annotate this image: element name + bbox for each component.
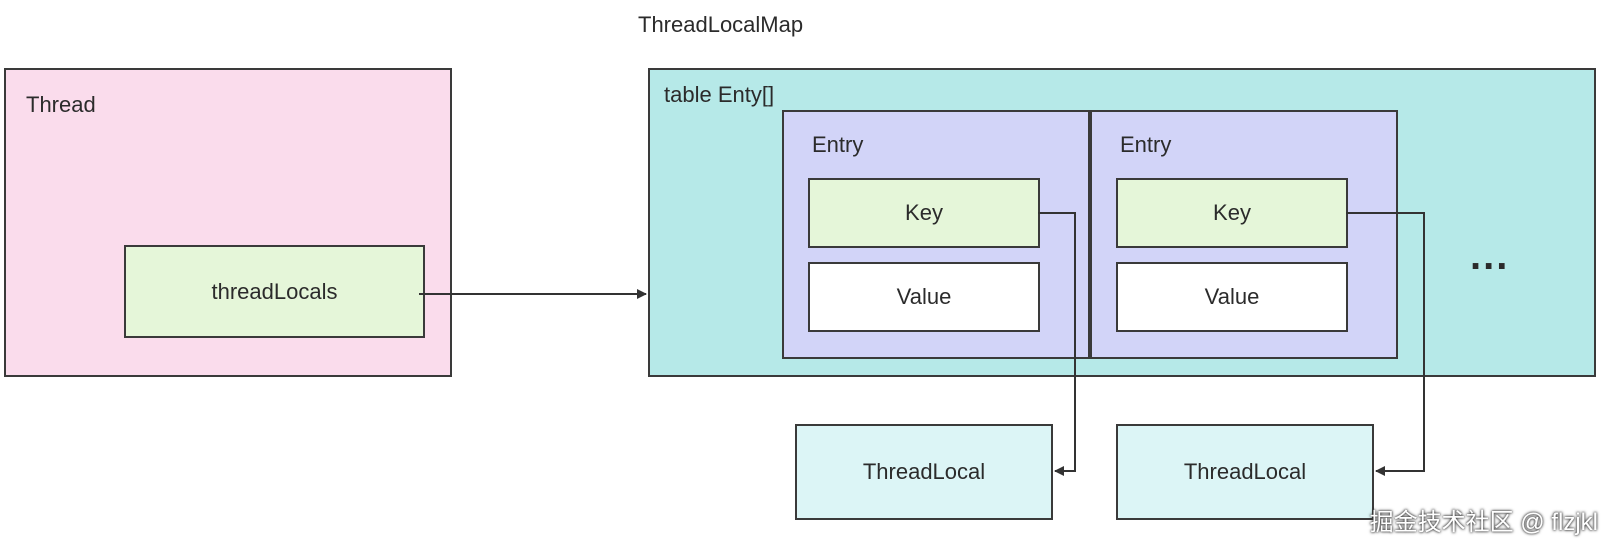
watermark: 掘金技术社区 @ flzjkl bbox=[1369, 509, 1598, 536]
thread-label: Thread bbox=[26, 92, 96, 117]
entry-label: Entry bbox=[1120, 132, 1172, 157]
entry-label: Entry bbox=[812, 132, 864, 157]
threadlocal-box: ThreadLocal bbox=[1116, 424, 1374, 520]
entry-key: Key bbox=[1116, 178, 1348, 248]
threadlocalmap-title: ThreadLocalMap bbox=[638, 12, 804, 37]
entry-value: Value bbox=[808, 262, 1040, 332]
threadlocal-box: ThreadLocal bbox=[795, 424, 1053, 520]
entry-key: Key bbox=[808, 178, 1040, 248]
entry-box: Entry Key Value bbox=[782, 110, 1090, 359]
entry-value: Value bbox=[1116, 262, 1348, 332]
thread-box: Thread threadLocals bbox=[4, 68, 452, 377]
entry-box: Entry Key Value bbox=[1090, 110, 1398, 359]
more-entries-ellipsis: ... bbox=[1470, 234, 1510, 278]
thread-locals-field: threadLocals bbox=[124, 245, 425, 338]
entry-table-box: table Enty[] Entry Key Value Entry Key V… bbox=[648, 68, 1596, 377]
entry-table-label: table Enty[] bbox=[664, 82, 775, 107]
